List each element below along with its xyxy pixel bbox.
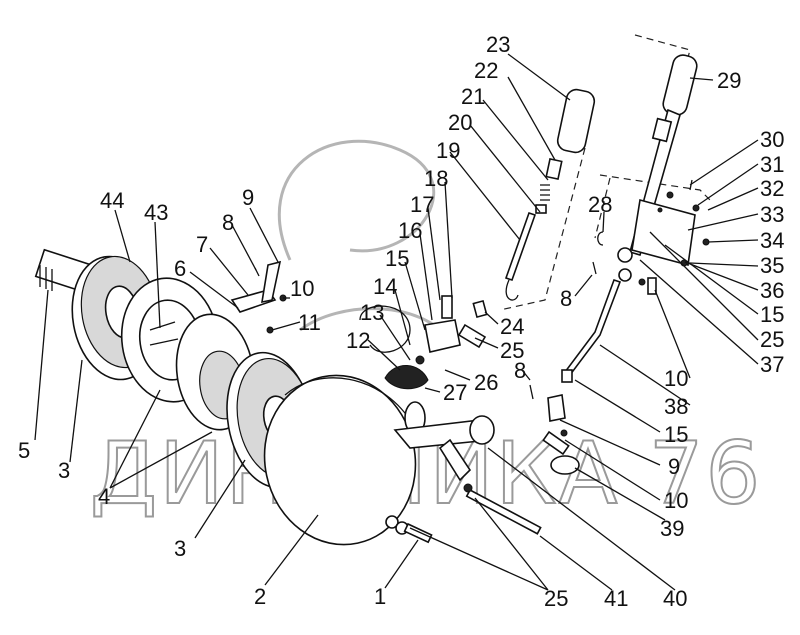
label-23: 23 — [486, 32, 510, 57]
label-33: 33 — [760, 202, 784, 227]
label-15: 15 — [385, 246, 409, 271]
label-3: 3 — [58, 458, 70, 483]
label-34: 34 — [760, 228, 784, 253]
label-6: 6 — [174, 256, 186, 281]
bolt-41 — [463, 483, 542, 535]
label-25: 25 — [544, 586, 568, 611]
label-12: 12 — [346, 328, 370, 353]
cam-assembly — [359, 295, 488, 390]
label-41: 41 — [604, 586, 628, 611]
label-36: 36 — [760, 278, 784, 303]
dashed-frame-left — [499, 147, 586, 311]
label-21: 21 — [461, 84, 485, 109]
label-16: 16 — [398, 218, 422, 243]
label-44: 44 — [100, 188, 124, 213]
label-17: 17 — [410, 192, 434, 217]
label-13: 13 — [360, 300, 384, 325]
label-20: 20 — [448, 110, 472, 135]
label-19: 19 — [436, 138, 460, 163]
leader-lines — [34, 53, 759, 591]
label-38: 38 — [664, 394, 688, 419]
label-37: 37 — [760, 352, 784, 377]
label-7: 7 — [196, 232, 208, 257]
label-24: 24 — [500, 314, 524, 339]
label-11: 11 — [298, 310, 321, 335]
label-9: 9 — [242, 185, 254, 210]
label-40: 40 — [663, 586, 687, 611]
label-8: 8 — [560, 286, 572, 311]
label-5: 5 — [18, 438, 30, 463]
label-2: 2 — [254, 584, 266, 609]
callout-labels: 44 43 9 8 7 6 10 11 5 3 4 3 2 1 25 41 40… — [18, 32, 784, 611]
label-15: 15 — [664, 422, 688, 447]
label-25: 25 — [760, 327, 784, 352]
label-15: 15 — [760, 302, 784, 327]
label-26: 26 — [474, 370, 498, 395]
label-27: 27 — [443, 380, 467, 405]
label-39: 39 — [660, 516, 684, 541]
label-29: 29 — [717, 68, 741, 93]
label-25: 25 — [500, 338, 524, 363]
label-10: 10 — [664, 366, 688, 391]
label-9: 9 — [668, 454, 680, 479]
label-1: 1 — [374, 584, 386, 609]
label-3: 3 — [174, 536, 186, 561]
label-4: 4 — [98, 484, 110, 509]
label-31: 31 — [760, 152, 784, 177]
brake-housing-2 — [263, 374, 426, 546]
label-14: 14 — [373, 274, 397, 299]
label-43: 43 — [144, 200, 168, 225]
label-35: 35 — [760, 253, 784, 278]
linkage-upper-left — [230, 260, 287, 334]
rod-assembly — [504, 88, 596, 301]
label-10: 10 — [664, 488, 688, 513]
label-30: 30 — [760, 127, 784, 152]
label-8: 8 — [514, 358, 526, 383]
label-32: 32 — [760, 176, 784, 201]
label-10: 10 — [290, 276, 314, 301]
link-rod-38 — [542, 247, 657, 475]
label-8: 8 — [222, 210, 234, 235]
label-28: 28 — [588, 192, 612, 217]
label-22: 22 — [474, 58, 498, 83]
bracket-33 — [631, 191, 710, 267]
label-18: 18 — [424, 166, 448, 191]
lever-40 — [393, 415, 495, 482]
